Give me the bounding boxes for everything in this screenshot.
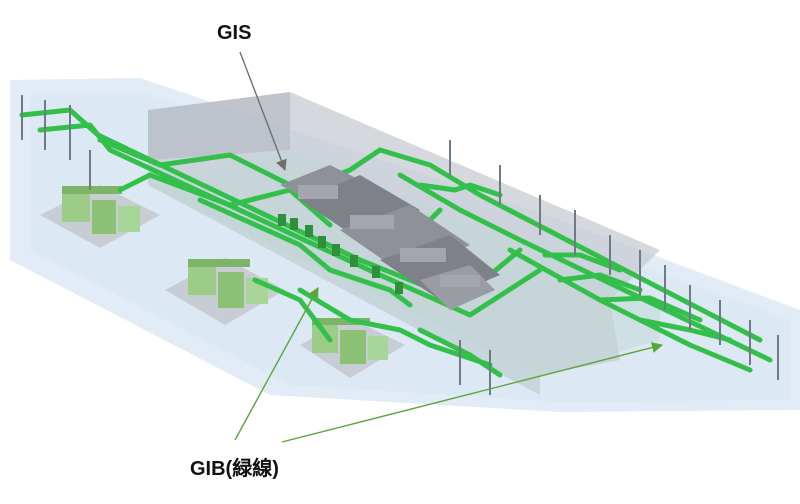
gib-pipes [19,107,773,378]
transformer-icon [165,258,285,325]
control-cabinets [278,214,403,294]
gib-callout-arrow [234,287,319,441]
gib-label: GIB(緑線) [190,458,279,480]
gis-callout-arrow [239,51,287,172]
transformer-icon [40,185,160,248]
pylon-icon [21,95,91,190]
gib-callout-arrow [281,342,664,443]
gis-label: GIS [217,22,252,44]
switchgear-icon [280,165,500,310]
pylon-icon [449,140,779,395]
